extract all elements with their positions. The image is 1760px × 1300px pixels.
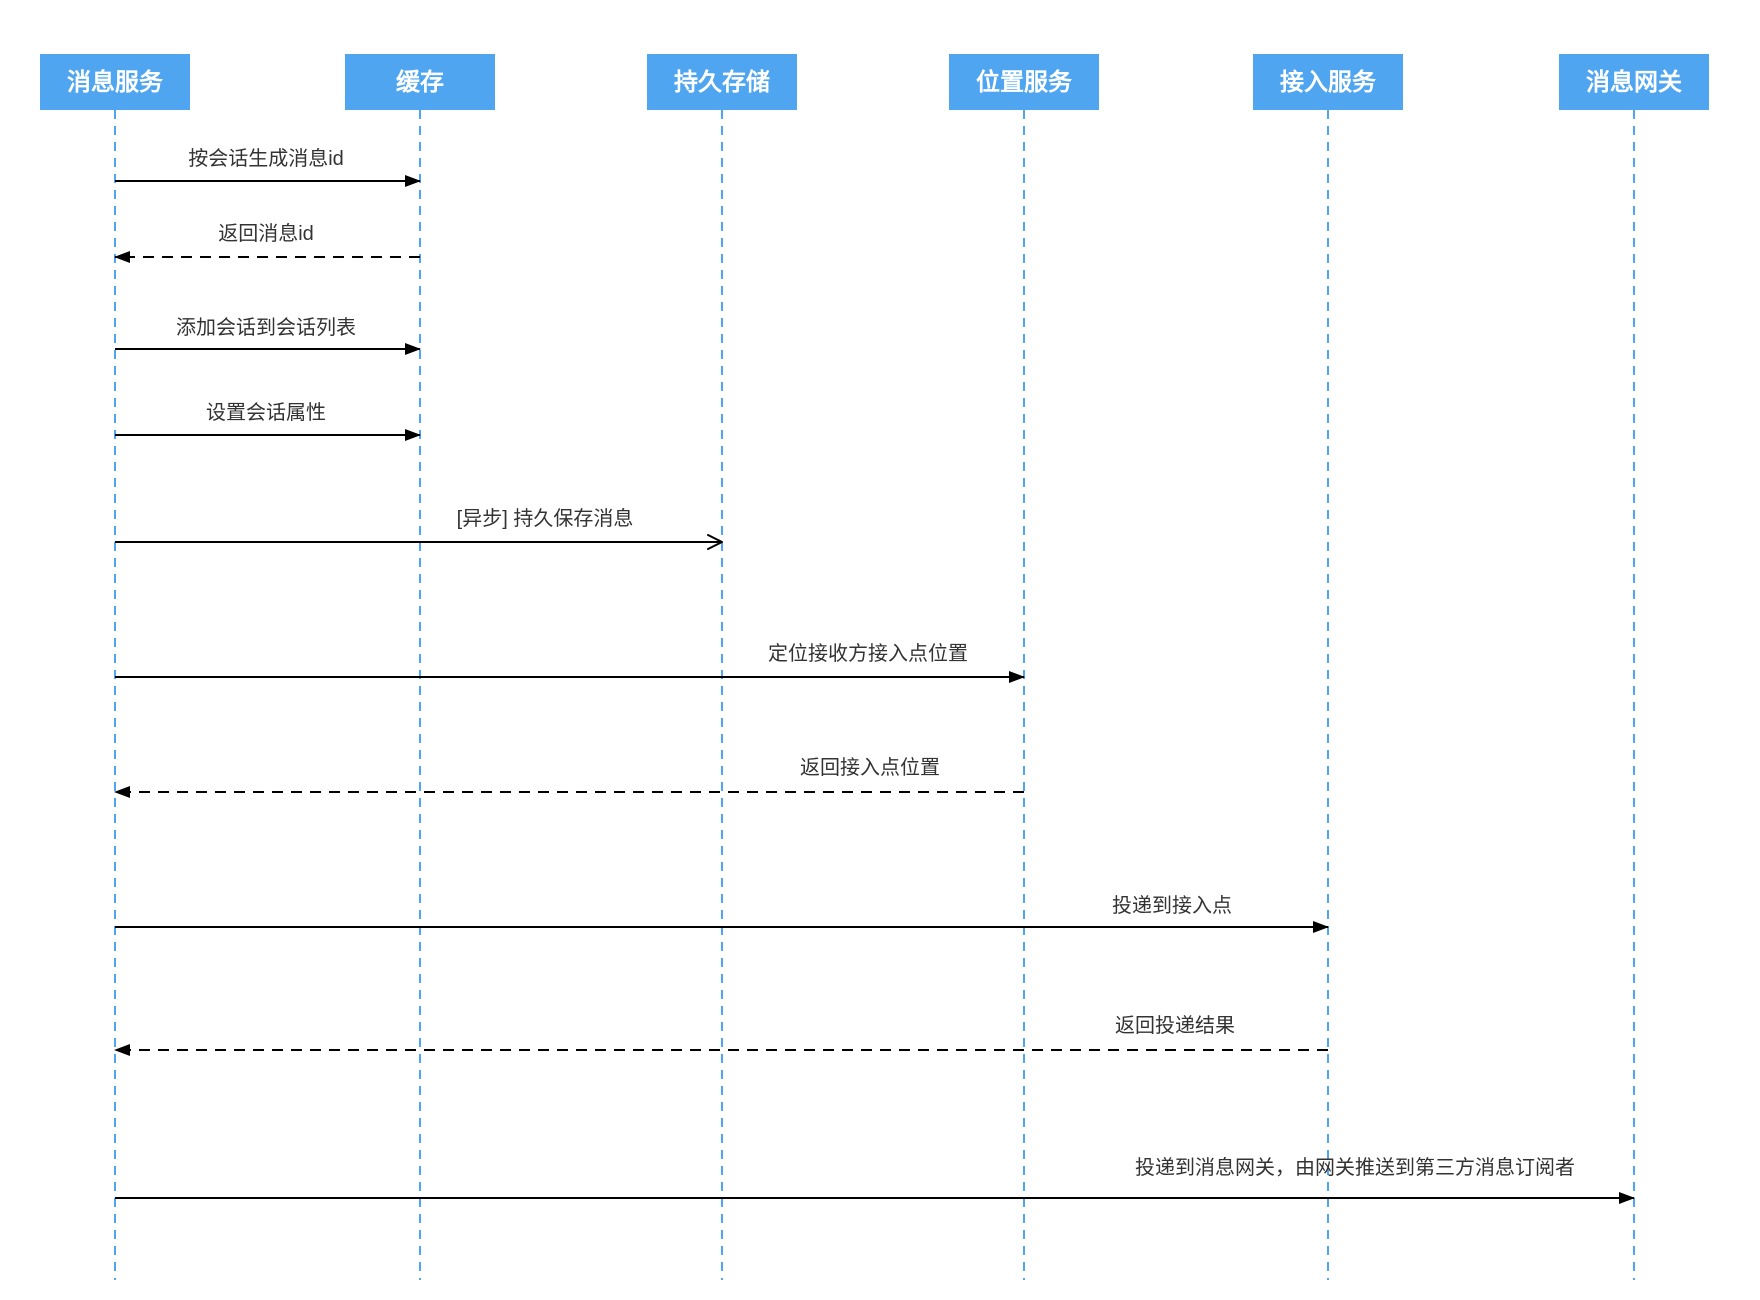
message-label: 设置会话属性	[206, 401, 326, 424]
message-label: 按会话生成消息id	[188, 147, 344, 170]
participant-1: 缓存	[345, 54, 495, 110]
message-label: 返回接入点位置	[800, 756, 940, 779]
participant-4: 接入服务	[1253, 54, 1403, 110]
message-9: 投递到消息网关，由网关推送到第三方消息订阅者	[115, 1156, 1635, 1204]
participant-name: 缓存	[396, 68, 444, 96]
message-0: 按会话生成消息id	[115, 147, 421, 187]
participant-name: 接入服务	[1280, 68, 1377, 96]
participant-box	[1559, 54, 1709, 110]
participant-box	[40, 54, 190, 110]
participant-2: 持久存储	[647, 54, 797, 110]
participant-box	[1253, 54, 1403, 110]
message-6: 返回接入点位置	[114, 756, 1024, 798]
participant-box	[647, 54, 797, 110]
participant-name: 持久存储	[674, 68, 770, 96]
message-2: 添加会话到会话列表	[115, 316, 421, 355]
message-label: 返回投递结果	[1115, 1014, 1235, 1037]
participant-3: 位置服务	[949, 54, 1099, 110]
message-label: 投递到接入点	[1112, 894, 1232, 917]
participant-name: 消息服务	[67, 68, 164, 96]
participant-name: 消息网关	[1586, 68, 1682, 96]
message-label: [异步] 持久保存消息	[457, 507, 634, 530]
message-8: 返回投递结果	[114, 1014, 1328, 1056]
participant-box	[345, 54, 495, 110]
message-7: 投递到接入点	[115, 894, 1329, 933]
message-label: 定位接收方接入点位置	[768, 642, 968, 665]
message-label: 返回消息id	[218, 222, 314, 245]
message-label: 投递到消息网关，由网关推送到第三方消息订阅者	[1135, 1156, 1575, 1179]
participant-0: 消息服务	[40, 54, 190, 110]
participant-name: 位置服务	[976, 68, 1073, 96]
message-3: 设置会话属性	[115, 401, 421, 441]
participant-5: 消息网关	[1559, 54, 1709, 110]
message-5: 定位接收方接入点位置	[115, 642, 1025, 683]
message-1: 返回消息id	[114, 222, 420, 263]
participant-box	[949, 54, 1099, 110]
message-4: [异步] 持久保存消息	[115, 507, 723, 550]
message-label: 添加会话到会话列表	[176, 316, 356, 339]
